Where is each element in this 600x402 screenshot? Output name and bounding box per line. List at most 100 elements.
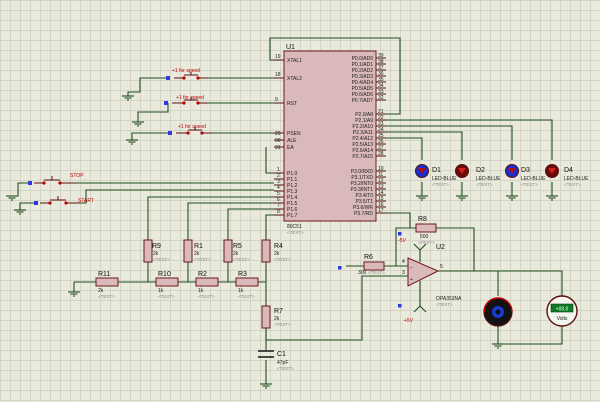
pin-num-25: 25	[378, 133, 384, 139]
resistor-body	[363, 261, 385, 271]
resistor-value: 1k	[158, 288, 164, 294]
pin-num-2: 2	[277, 173, 280, 179]
switch-state-icon	[166, 76, 170, 80]
resistor-r7[interactable]: R7 2k <TEXT>	[261, 305, 291, 329]
capacitor-c1[interactable]: C1 47pF <TEXT>	[258, 350, 294, 371]
opamp-plus: +	[410, 277, 413, 283]
switch-start[interactable]: START	[34, 196, 94, 205]
pin-num-37: 37	[378, 65, 384, 71]
led-d4[interactable]: D4 LED-BLUE <TEXT>	[545, 164, 590, 188]
resistor-body	[143, 239, 153, 263]
pin-name-p2-6: P2.6/A14	[352, 148, 373, 154]
mcu-body[interactable]	[283, 50, 377, 222]
opamp-u2[interactable]: − + U2 OPA353NA <TEXT> 4 3 5 -5V +5V	[338, 232, 462, 324]
resistor-r8[interactable]: R8 500 <TEXT>	[415, 216, 437, 245]
ground-icon	[456, 195, 468, 201]
mcu-right-pin-lines	[376, 57, 386, 214]
ground-icon	[126, 139, 138, 145]
ground-icon	[14, 209, 26, 215]
pin-num-17: 17	[378, 208, 384, 214]
led-arrow	[458, 168, 466, 174]
pin-num-22: 22	[378, 115, 384, 121]
pin-num-27: 27	[378, 145, 384, 151]
probe-icon	[398, 232, 402, 236]
resistor-ref: R7	[274, 308, 283, 315]
pin-num-32: 32	[378, 95, 384, 101]
led-text: <TEXT>	[564, 182, 581, 187]
pin-num-28: 28	[378, 151, 384, 157]
switch-speed-2[interactable]: +1 for speed	[164, 95, 208, 105]
pin-name-p0-6: P0.6/AD6	[352, 92, 374, 98]
led-d1[interactable]: D1 LED-BLUE <TEXT>	[415, 164, 458, 188]
resistor-r9[interactable]: R9 2k <TEXT>	[143, 239, 170, 263]
resistor-value: 2k	[194, 251, 200, 257]
switch-speed-3[interactable]: +1 for speed	[168, 124, 212, 135]
resistor-r1[interactable]: R1 2k <TEXT>	[183, 239, 211, 263]
pin-name-p0-2: P0.2/AD2	[352, 68, 374, 74]
led-part: LED-BLUE	[521, 176, 546, 182]
pin-name-rst: RST	[287, 101, 297, 107]
switch-state-icon	[164, 101, 168, 105]
pin-num-38: 38	[378, 59, 384, 65]
switch-label: STOP	[70, 173, 84, 179]
pin-num-23: 23	[378, 121, 384, 127]
resistor-ref: R6	[364, 254, 373, 261]
pin-num-19: 19	[275, 54, 281, 60]
resistor-r5[interactable]: R5 2k <TEXT>	[223, 239, 250, 263]
resistor-r11[interactable]: R11 2k <TEXT>	[95, 271, 119, 299]
resistor-r6[interactable]: R6 300 <TEXT>	[358, 254, 385, 276]
resistor-text: <TEXT>	[98, 294, 115, 299]
mcu-right-pin-numbers: 39 38 37 36 35 34 33 32 21 22 23 24 25 2…	[378, 53, 384, 214]
pin-name-p3-7: P3.7/RD	[354, 211, 373, 217]
resistor-r4[interactable]: R4 2k <TEXT>	[261, 239, 291, 263]
pin-name-p3-2: P3.2/INT0	[350, 181, 373, 187]
led-d3[interactable]: D3 LED-BLUE <TEXT>	[505, 164, 547, 188]
probe-icon	[338, 266, 342, 270]
voltmeter-display	[550, 303, 574, 313]
switch-speed-1[interactable]: +1 for speed	[166, 68, 208, 80]
resistor-r10[interactable]: R10 1k <TEXT>	[155, 271, 179, 299]
led-ref: D1	[432, 167, 441, 174]
led-d2[interactable]: D2 LED-BLUE <TEXT>	[455, 164, 502, 188]
switch-stop[interactable]: STOP	[28, 173, 84, 185]
resistor-ref: R2	[198, 271, 207, 278]
resistor-r2[interactable]: R2 1k <TEXT>	[195, 271, 219, 299]
pin-name-p0-1: P0.1/AD1	[352, 62, 374, 68]
pin-name-p0-3: P0.3/AD3	[352, 74, 374, 80]
resistor-body	[261, 239, 271, 263]
pin-num-10: 10	[378, 166, 384, 172]
mcu-left-pin-labels: XTAL1 19 XTAL2 18 RST 9 PSEN 29 ALE 30 E…	[275, 54, 302, 219]
pin-name-p1-6: P1.6	[287, 207, 298, 213]
pin-name-ea: EA	[287, 145, 294, 151]
pin-name-p3-1: P3.1/TXD	[351, 175, 373, 181]
mcu-u1[interactable]: U1 80C51 <TEXT> XTAL1 19 XTAL2 18 RST	[274, 44, 386, 235]
led-text: <TEXT>	[521, 182, 538, 187]
resistor-value: 500	[420, 234, 429, 240]
resistor-ref: R3	[238, 271, 247, 278]
resistor-body	[261, 305, 271, 329]
resistor-text: <TEXT>	[274, 257, 291, 262]
resistor-text: <TEXT>	[153, 257, 170, 262]
pin-name-p1-3: P1.3	[287, 189, 298, 195]
resistor-text: <TEXT>	[368, 270, 385, 275]
pin-name-xtal1: XTAL1	[287, 58, 302, 64]
resistor-text: <TEXT>	[194, 257, 211, 262]
resistor-text: <TEXT>	[158, 294, 175, 299]
led-part: LED-BLUE	[476, 176, 501, 182]
opamp-minus: −	[410, 265, 413, 271]
voltmeter[interactable]: +88.8 Volts	[546, 295, 578, 327]
dc-motor[interactable]	[483, 297, 513, 327]
pin-name-p3-5: P3.5/T1	[355, 199, 373, 205]
pin-name-xtal2: XTAL2	[287, 76, 302, 82]
led-text: <TEXT>	[432, 182, 449, 187]
resistor-body	[223, 239, 233, 263]
resistor-text: <TEXT>	[233, 257, 250, 262]
pin-num-11: 11	[378, 172, 383, 178]
pin-name-p2-4: P2.4/A12	[352, 136, 373, 142]
resistor-text: <TEXT>	[274, 322, 291, 327]
opamp-vneg-label: -5V	[398, 238, 406, 244]
resistor-text: <TEXT>	[238, 294, 255, 299]
ground-icon	[506, 195, 518, 201]
resistor-ref: R10	[158, 271, 171, 278]
resistor-r3[interactable]: R3 1k <TEXT>	[235, 271, 259, 299]
